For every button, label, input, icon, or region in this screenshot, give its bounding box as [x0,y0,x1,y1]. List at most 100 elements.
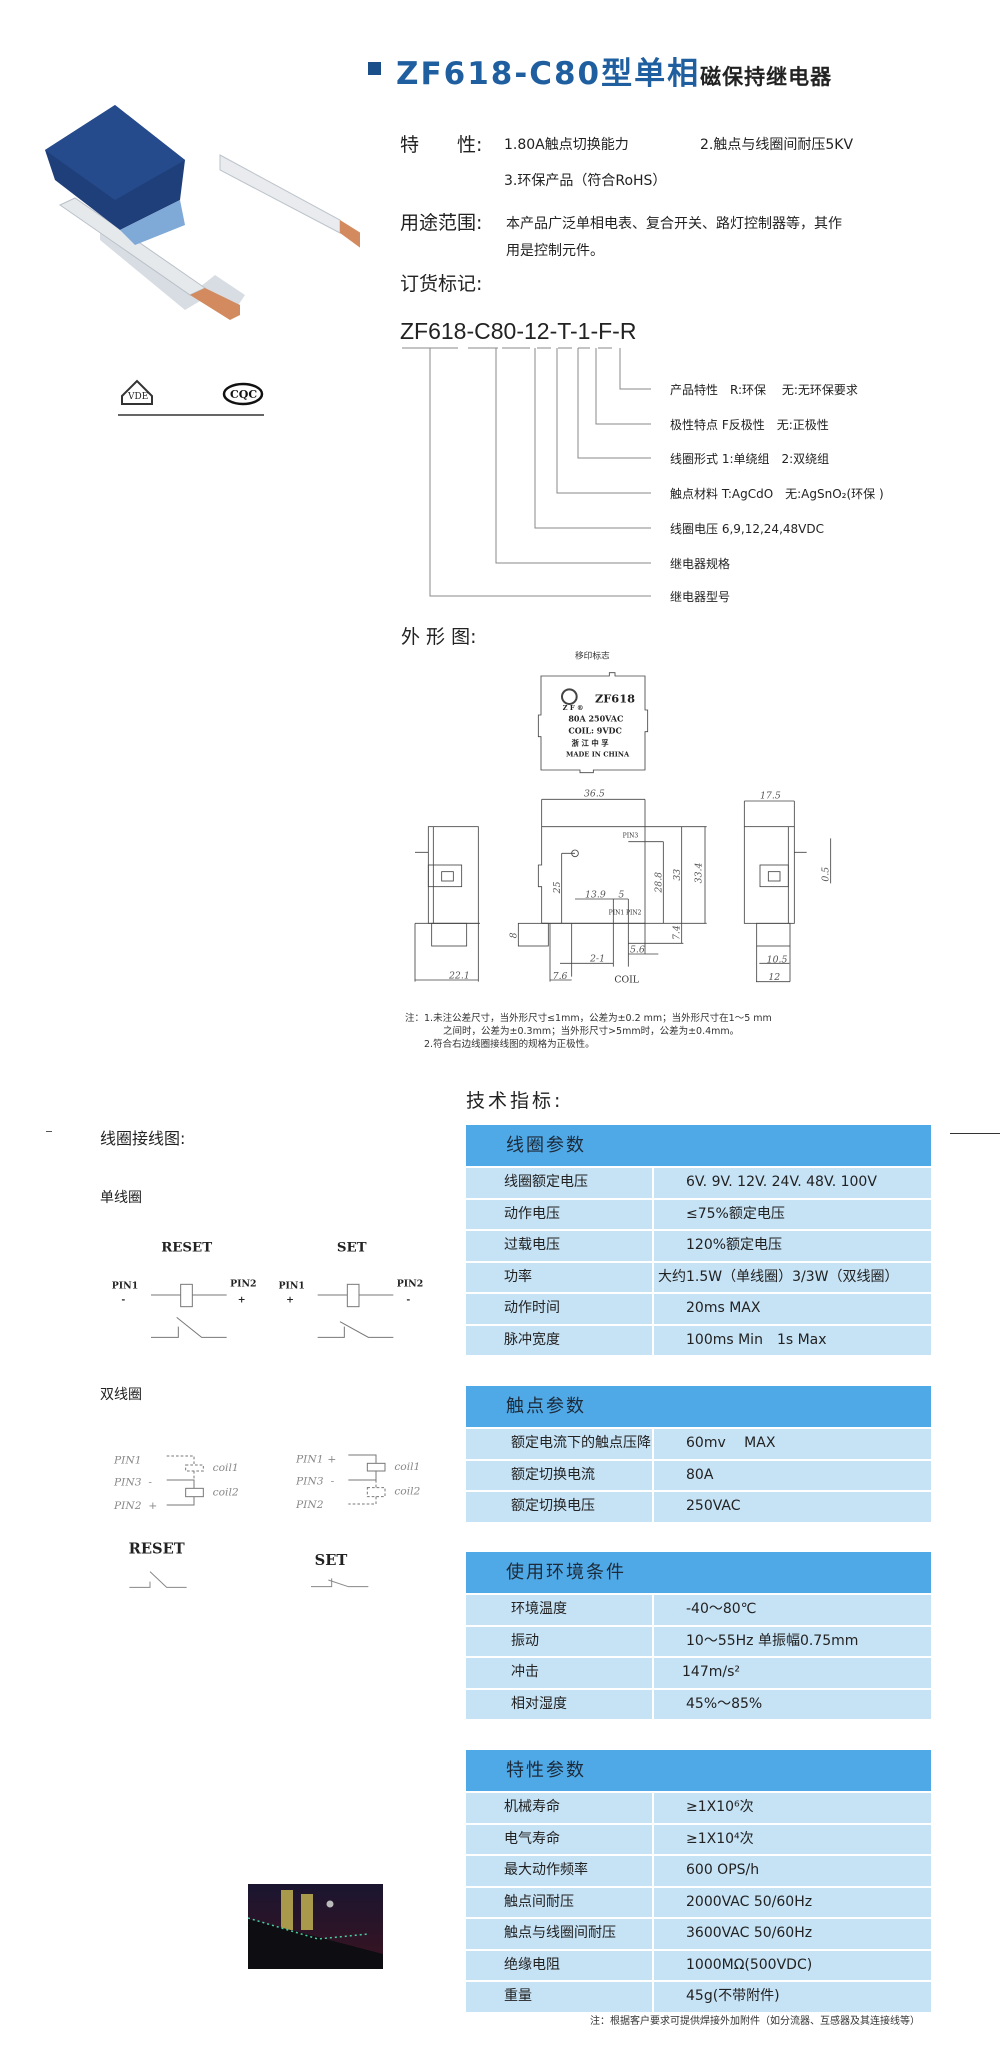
svg-text:PIN2: PIN2 [626,909,642,916]
usage-text: 用是控制元件。 [506,243,604,259]
outline-note: 之间时，公差为±0.3mm；当外形尺寸>5mm时，公差为±0.4mm。 [443,1026,740,1037]
tech-specs-title: 技术指标: [466,1090,564,1112]
table-row: 动作电压≤75%额定电压 [466,1199,931,1229]
svg-text:COIL: COIL [614,975,639,986]
legend-item: 极性特点 F反极性 无:正极性 [670,418,829,432]
svg-text:22.1: 22.1 [448,970,470,981]
order-code: ZF618-C80-12-T-1-F-R [400,318,637,344]
divider [118,414,264,416]
table-header: 触点参数 [466,1386,931,1427]
svg-text:5: 5 [618,889,624,900]
svg-text:PIN1: PIN1 [278,1280,304,1291]
legend-item: 产品特性 R:环保 无:无环保要求 [670,383,858,397]
outline-note: 2.符合右边线圈接线图的规格为正极性。 [424,1039,595,1050]
svg-text:COIL: 9VDC: COIL: 9VDC [568,725,622,735]
svg-text:SET: SET [315,1552,348,1569]
svg-text:13.9: 13.9 [585,889,606,900]
svg-text:33: 33 [672,869,683,881]
cqc-logo-text: CQC [230,388,257,401]
svg-text:7.6: 7.6 [553,971,568,982]
outline-drawing: 移印标志 ZF618 Z F ® 80A 250VAC COIL: 9VDC 浙… [414,649,831,986]
double-coil-switch-diagram: RESET SET [129,1540,369,1588]
svg-text:-: - [406,1295,410,1306]
legend-item: 线圈电压 6,9,12,24,48VDC [670,522,824,536]
svg-text:PIN1: PIN1 [113,1453,141,1466]
svg-text:-: - [121,1295,125,1306]
feature-item: 1.80A触点切换能力 [504,137,629,153]
table-row: 环境温度-40～80℃ [466,1595,931,1625]
outline-note: 注：1.未注公差尺寸，当外形尺寸≤1mm，公差为±0.2 mm；当外形尺寸在1～… [405,1013,772,1024]
product-photo [45,105,360,320]
svg-text:coil2: coil2 [394,1484,420,1497]
svg-text:25: 25 [552,881,563,894]
table-row: 电气寿命≥1X10⁴次 [466,1824,931,1854]
svg-text:-: - [148,1476,152,1489]
svg-text:RESET: RESET [161,1240,212,1256]
print-mark-label: 移印标志 [575,649,610,661]
feature-item: 2.触点与线圈间耐压5KV [700,137,854,153]
svg-text:7.4: 7.4 [671,925,682,940]
svg-text:17.5: 17.5 [760,791,781,802]
footnote: 注：根据客户要求可提供焊接外加附件（如分流器、互感器及其连接线等） [590,2016,920,2027]
svg-text:RESET: RESET [129,1540,185,1557]
legend-item: 触点材料 T:AgCdO 无:AgSnO₂(环保 ) [670,487,884,501]
legend-item: 继电器规格 [670,557,731,571]
table-header: 线圈参数 [466,1125,931,1166]
order-code-leaders [402,347,651,597]
svg-text:PIN2: PIN2 [295,1498,324,1511]
svg-text:PIN2: PIN2 [230,1279,256,1290]
svg-text:8: 8 [509,932,520,938]
page-title: ZF618-C80型单相磁保持继电器 [396,56,833,92]
svg-text:12: 12 [768,972,780,983]
title-bullet [368,62,381,75]
table-header: 特性参数 [466,1750,931,1791]
svg-text:PIN3: PIN3 [623,832,639,839]
svg-text:PIN3: PIN3 [295,1475,324,1488]
svg-text:33.4: 33.4 [694,862,705,883]
svg-text:PIN1: PIN1 [295,1452,323,1465]
outline-label: 外 形 图: [401,626,477,648]
svg-text:36.5: 36.5 [584,789,605,800]
svg-text:2-1: 2-1 [589,954,605,965]
city-night-photo [248,1884,383,1969]
svg-text:coil1: coil1 [213,1461,239,1474]
svg-text:Z F ®: Z F ® [563,704,584,712]
table-header: 使用环境条件 [466,1552,931,1593]
legend-item: 继电器型号 [670,590,731,604]
svg-text:+: + [327,1452,336,1465]
svg-text:+: + [238,1295,246,1306]
vde-logo-text: VDE [127,392,148,402]
svg-text:ZF618: ZF618 [595,692,635,706]
svg-text:+: + [286,1295,294,1306]
svg-text:coil2: coil2 [213,1485,239,1498]
wiring-title: 线圈接线图: [100,1129,186,1148]
svg-text:5.6: 5.6 [630,945,645,956]
svg-text:PIN1: PIN1 [112,1280,138,1291]
table-row: 机械寿命≥1X10⁶次 [466,1793,931,1823]
svg-text:+: + [148,1499,157,1512]
svg-text:80A 250VAC: 80A 250VAC [568,713,623,723]
svg-text:PIN2: PIN2 [397,1279,423,1290]
svg-text:SET: SET [337,1240,367,1256]
single-coil-label: 单线圈 [100,1190,142,1206]
cqc-logo: CQC [222,382,264,406]
svg-text:-: - [331,1475,335,1488]
divider [950,1133,1000,1134]
